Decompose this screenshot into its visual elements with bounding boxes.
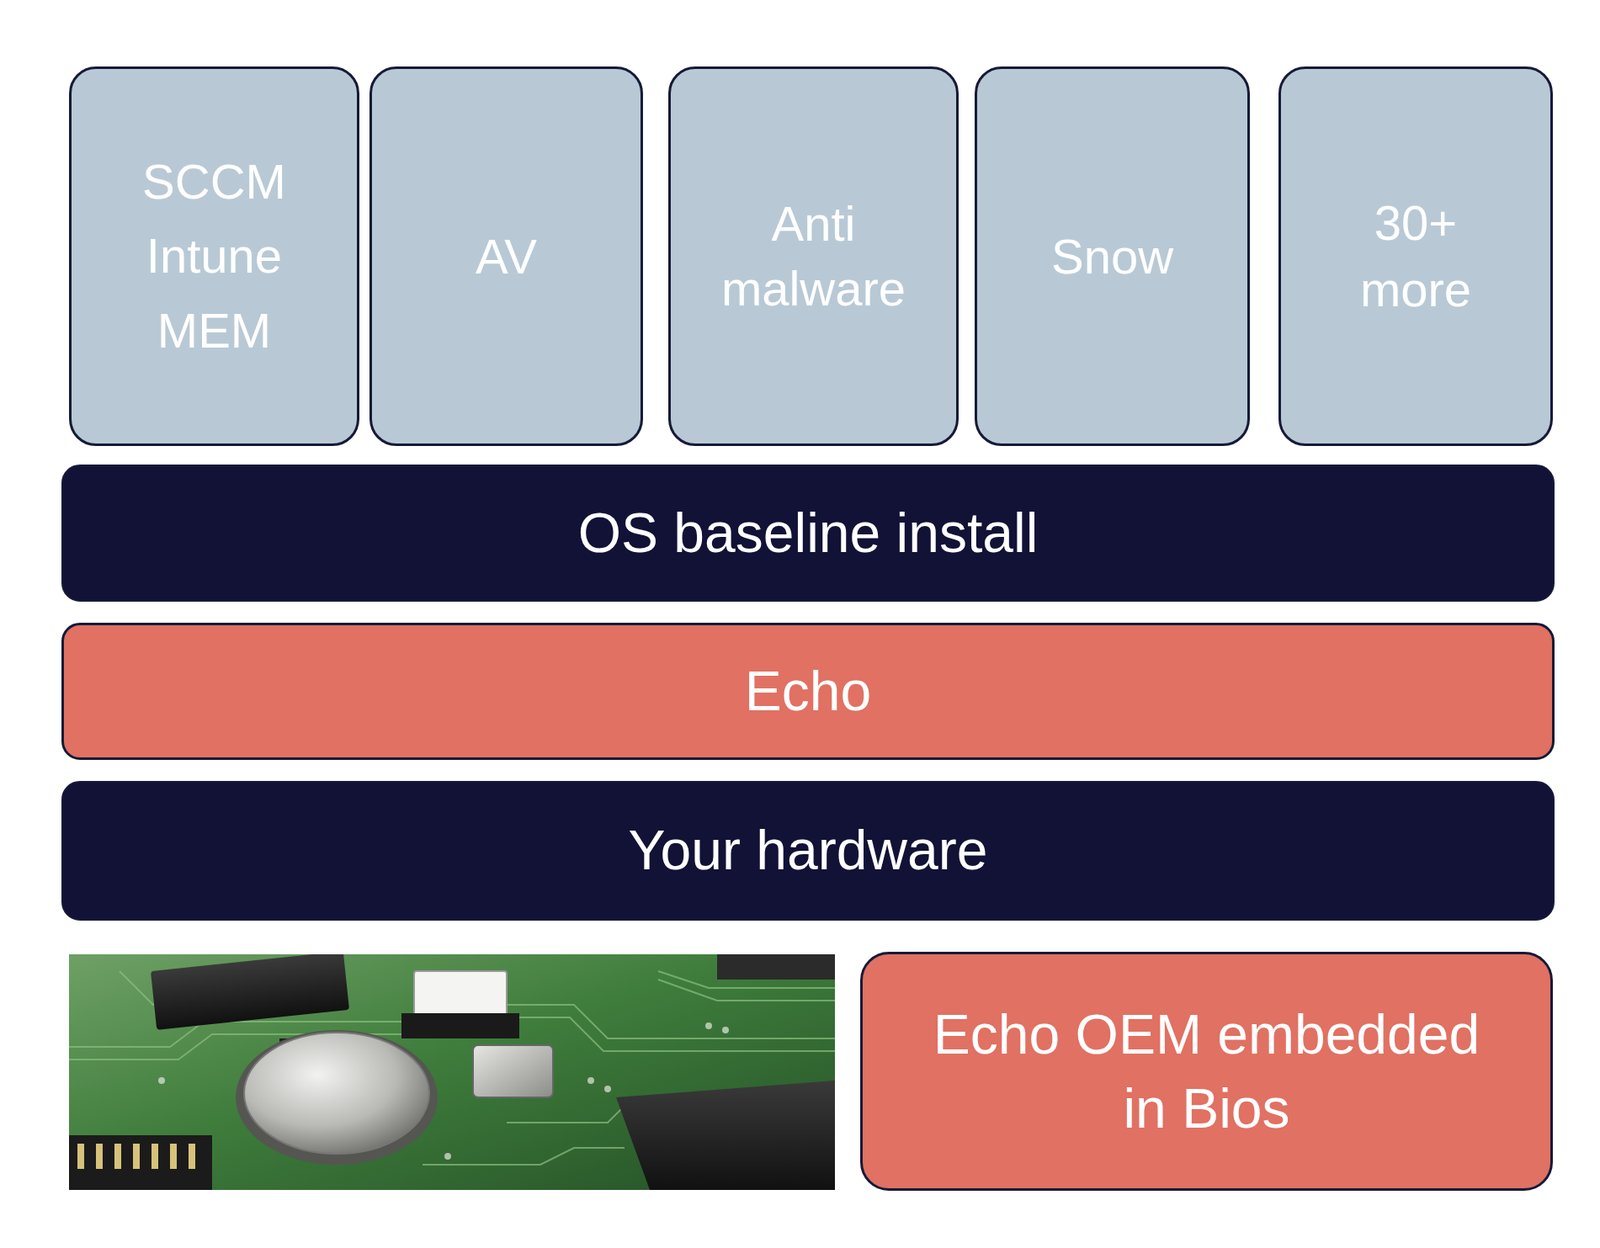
- chip: [150, 954, 350, 1031]
- white-chip: [414, 971, 507, 1018]
- tool-box: Anti malware: [668, 66, 959, 447]
- battery-holder: [235, 1030, 438, 1165]
- box-label: AV: [475, 222, 537, 291]
- edge-chip: [717, 954, 835, 980]
- box-label: Your hardware: [628, 817, 989, 884]
- pin-header: [69, 1135, 213, 1191]
- layer-band: Your hardware: [61, 781, 1555, 921]
- bios-box: Echo OEM embedded in Bios: [860, 951, 1553, 1191]
- coin-battery: [244, 1032, 430, 1154]
- chip-base: [401, 1013, 520, 1039]
- tool-box: Snow: [974, 66, 1250, 447]
- box-label: Snow: [1051, 222, 1174, 291]
- box-label: Anti malware: [691, 191, 936, 321]
- layer-band: Echo: [61, 622, 1555, 761]
- crystal-oscillator: [473, 1045, 553, 1098]
- box-label: Echo: [744, 658, 872, 725]
- tool-box: SCCM Intune MEM: [69, 66, 360, 447]
- tool-box: 30+ more: [1278, 66, 1553, 447]
- box-label: SCCM Intune MEM: [92, 144, 337, 367]
- tool-box: AV: [369, 66, 644, 447]
- box-label: 30+ more: [1331, 190, 1500, 324]
- header-pins: [77, 1143, 196, 1170]
- large-chip: [616, 1080, 835, 1191]
- box-label: OS baseline install: [578, 499, 1039, 567]
- circuit-board-photo: [69, 954, 835, 1191]
- layer-band: OS baseline install: [61, 464, 1555, 602]
- box-label: Echo OEM embedded in Bios: [916, 997, 1498, 1147]
